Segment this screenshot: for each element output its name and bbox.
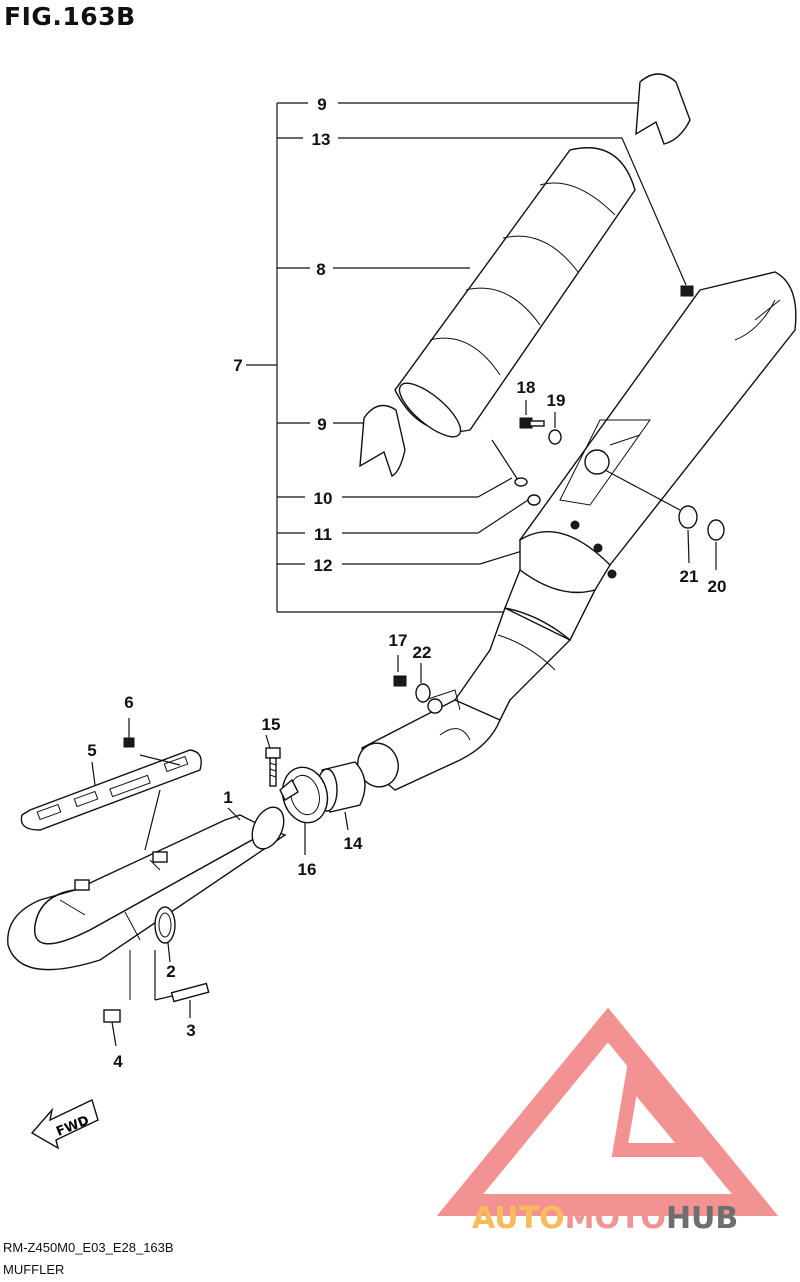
callout-11: 11 (314, 525, 332, 544)
callout-15: 15 (262, 715, 281, 734)
part-18-bolt (519, 417, 545, 429)
part-4-nut (103, 1009, 121, 1047)
diagram-caption: MUFFLER (3, 1262, 65, 1277)
callout-21: 21 (680, 567, 699, 586)
callout-17: 17 (389, 631, 408, 650)
mount-axis-line (604, 469, 681, 511)
part-2-gasket (154, 906, 176, 963)
part-8-packing (394, 147, 636, 438)
callout-9-lower: 9 (317, 415, 326, 434)
callout-6: 6 (124, 693, 133, 712)
part-20-collar (707, 519, 725, 570)
part-6-bolt (123, 718, 135, 748)
muffler-body (454, 271, 797, 724)
callout-14: 14 (344, 834, 363, 853)
callout-2: 2 (166, 962, 175, 981)
part-1-header-pipe (7, 806, 287, 971)
callout-12: 12 (314, 556, 333, 575)
callout-8: 8 (316, 260, 325, 279)
assembly-bracket (246, 102, 687, 613)
watermark-auto: AUTO (472, 1201, 565, 1236)
callout-4: 4 (113, 1052, 123, 1071)
svg-text:AUTOMOTOHUB: AUTOMOTOHUB (472, 1201, 738, 1236)
fwd-direction-marker: FWD (30, 1099, 99, 1150)
callout-5: 5 (87, 741, 96, 760)
callout-18: 18 (517, 378, 536, 397)
part-10-pin (491, 439, 528, 487)
part-22-washer (415, 663, 431, 703)
callout-3: 3 (186, 1021, 195, 1040)
part-5-heat-guard (20, 749, 202, 851)
part-16-clamp (279, 766, 329, 855)
callout-16: 16 (298, 860, 317, 879)
part-15-bolt (265, 747, 281, 787)
callout-1: 1 (223, 788, 232, 807)
part-9-lower-clip (359, 404, 406, 477)
watermark-hub: HUB (666, 1201, 738, 1236)
callout-13: 13 (312, 130, 331, 149)
callout-19: 19 (547, 391, 566, 410)
callout-10: 10 (314, 489, 333, 508)
callout-labels: 9 13 8 7 9 10 11 12 18 19 21 20 17 22 6 … (87, 95, 726, 1071)
part-13-screw (680, 285, 694, 297)
part-19-washer (548, 429, 562, 445)
diagram-code: RM-Z450M0_E03_E28_163B (3, 1240, 174, 1255)
part-17-bolt (393, 655, 407, 687)
part-21-grommet (678, 505, 698, 564)
callout-22: 22 (413, 643, 432, 662)
callout-7: 7 (233, 356, 242, 375)
watermark-moto: MOTO (565, 1201, 666, 1236)
figure-title: FIG.163B (4, 2, 136, 31)
part-3-stud (124, 911, 210, 1018)
callout-20: 20 (708, 577, 727, 596)
mid-pipe (357, 689, 501, 791)
part-11-washer (527, 494, 541, 506)
callout-9-upper: 9 (317, 95, 326, 114)
part-9-upper-clip (635, 73, 691, 145)
watermark-logo: AUTOMOTOHUB (436, 1007, 779, 1236)
